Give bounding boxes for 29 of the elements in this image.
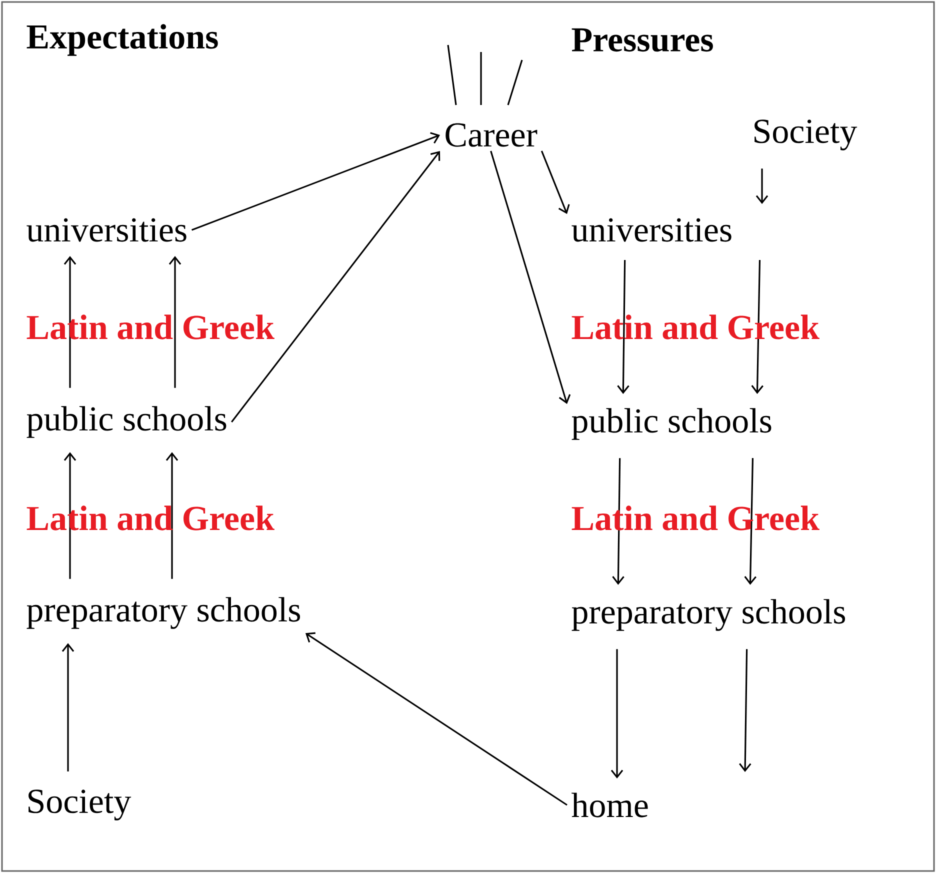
arrow: [744, 458, 756, 585]
arrow: [64, 256, 76, 388]
node-label: universities: [26, 218, 186, 242]
arrow: [756, 168, 768, 204]
arrow: [166, 452, 178, 579]
arrow: [739, 649, 752, 772]
arrow: [612, 458, 624, 585]
node-label: home: [572, 792, 648, 818]
heading: Pressures: [572, 28, 713, 52]
arrow: [610, 649, 624, 778]
node-label: preparatory schools: [572, 599, 846, 631]
node-label: public schools: [26, 406, 226, 438]
arrow: [305, 632, 568, 806]
node-label: Career: [446, 123, 538, 147]
arrow: [64, 452, 76, 579]
arrow: [751, 260, 764, 394]
node-label: Society: [28, 790, 132, 820]
arrow: [62, 643, 74, 772]
arrow: [191, 132, 440, 231]
arrow: [168, 256, 182, 388]
heading: Expectations: [26, 24, 218, 56]
node-label: preparatory schools: [26, 597, 300, 629]
arrow: [490, 150, 571, 404]
node-label: universities: [572, 218, 732, 242]
arrow: [540, 150, 570, 214]
node-label: public schools: [572, 408, 772, 440]
arrow: [231, 150, 440, 422]
arrow: [617, 260, 630, 394]
node-label: Society: [754, 120, 858, 150]
